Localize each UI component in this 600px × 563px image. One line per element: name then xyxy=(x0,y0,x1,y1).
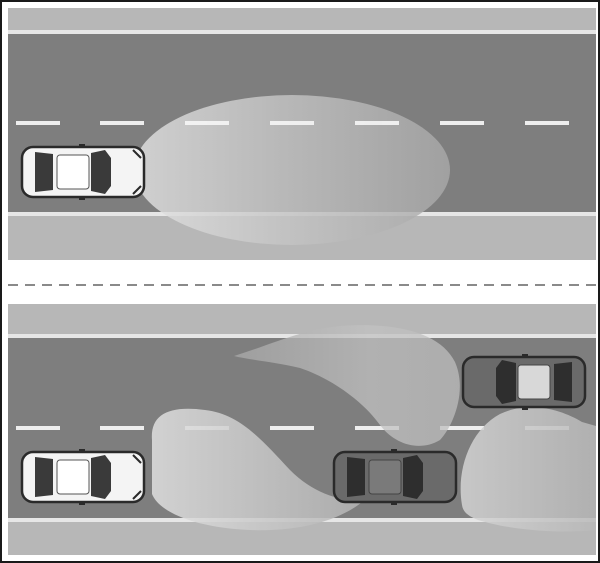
preceding-car xyxy=(334,449,456,505)
ego-car-top xyxy=(22,144,144,200)
oncoming-car xyxy=(463,354,585,410)
bottom-panel xyxy=(8,304,596,555)
top-panel xyxy=(8,8,596,260)
ego-car-bottom xyxy=(22,449,144,505)
top-upper-shoulder xyxy=(8,8,596,30)
bottom-lower-shoulder xyxy=(8,522,596,555)
top-lane-markings-overlay xyxy=(185,121,399,125)
top-upper-edge-line xyxy=(8,30,596,34)
bottom-upper-shoulder xyxy=(8,304,596,334)
high-beam-cone xyxy=(134,95,450,245)
